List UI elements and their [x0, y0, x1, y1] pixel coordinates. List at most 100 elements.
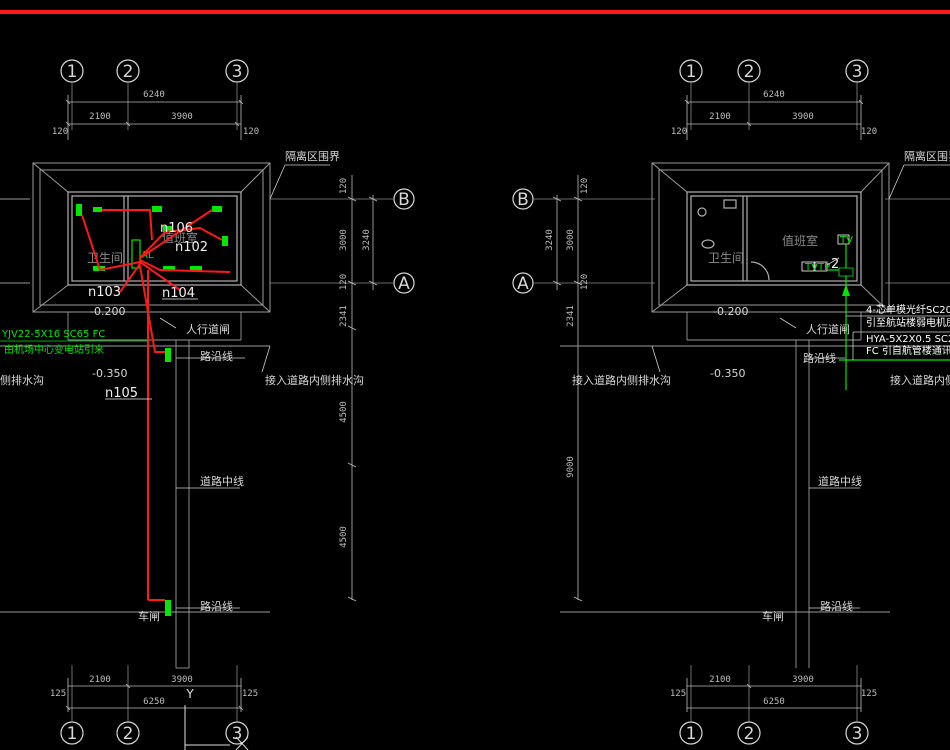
building-walls-r	[686, 191, 862, 286]
svg-text:120: 120	[339, 178, 349, 194]
svg-text:9000: 9000	[566, 456, 576, 478]
grid-bubble-3-bottom-r: 3	[845, 721, 869, 745]
svg-text:TP: TP	[817, 262, 830, 273]
svg-text:路沿线: 路沿线	[200, 349, 233, 363]
svg-text:A: A	[517, 274, 529, 294]
svg-text:-0.200: -0.200	[713, 305, 748, 318]
svg-text:120: 120	[671, 127, 687, 137]
svg-text:3900: 3900	[792, 675, 814, 685]
svg-text:Y: Y	[185, 687, 194, 701]
grid-bubble-2-bottom-r: 2	[737, 721, 761, 745]
isolation-fence	[32, 162, 271, 313]
svg-text:2341: 2341	[339, 305, 349, 327]
light-1	[152, 206, 162, 212]
svg-text:2100: 2100	[89, 112, 111, 122]
isolation-fence-r	[651, 162, 890, 313]
svg-text:n103: n103	[88, 285, 121, 300]
svg-text:3900: 3900	[792, 112, 814, 122]
grid-lines	[71, 82, 394, 722]
svg-text:车闸: 车闸	[762, 609, 784, 623]
grid-bubble-3-top: 3	[225, 59, 249, 83]
light-5	[163, 226, 173, 232]
svg-text:侧排水沟: 侧排水沟	[0, 373, 44, 387]
svg-text:卫生间: 卫生间	[708, 251, 744, 265]
svg-text:6250: 6250	[143, 697, 165, 707]
power-wiring	[81, 209, 231, 601]
svg-text:值班室: 值班室	[162, 230, 198, 245]
svg-text:2100: 2100	[89, 675, 111, 685]
svg-text:人行道闸: 人行道闸	[186, 322, 230, 336]
svg-text:n102: n102	[175, 240, 208, 255]
svg-text:120: 120	[580, 178, 590, 194]
svg-text:2: 2	[123, 724, 134, 744]
road-lines-r	[560, 312, 950, 668]
svg-text:接入道路内侧排水沟: 接入道路内侧排水沟	[265, 373, 364, 387]
left-dimensions-r	[552, 175, 583, 602]
svg-text:n106: n106	[160, 221, 193, 236]
grid-bubble-A-r: A	[512, 272, 534, 294]
svg-text:接入道路内侧排水沟: 接入道路内侧排水沟	[890, 373, 950, 387]
grid-bubble-2-top: 2	[116, 59, 140, 83]
socket-2	[165, 600, 171, 616]
grid-bubble-2-top-r: 2	[737, 59, 761, 83]
svg-text:125: 125	[861, 689, 877, 699]
svg-text:路沿线: 路沿线	[803, 351, 836, 365]
svg-text:HYA-5X2X0.5 SC20: HYA-5X2X0.5 SC20	[866, 334, 950, 345]
svg-text:道路中线: 道路中线	[200, 474, 244, 488]
svg-text:TV: TV	[804, 262, 818, 273]
svg-text:120: 120	[861, 127, 877, 137]
bottom-dimensions	[65, 678, 244, 712]
svg-text:1: 1	[67, 62, 78, 82]
grid-bubble-1-top: 1	[60, 59, 84, 83]
svg-text:120: 120	[339, 274, 349, 290]
top-dimensions-r	[684, 95, 864, 140]
svg-text:YJV22-5X16 SC65 FC: YJV22-5X16 SC65 FC	[1, 329, 105, 340]
svg-text:-0.350: -0.350	[710, 367, 745, 380]
svg-text:125: 125	[242, 689, 258, 699]
grid-bubble-2-bottom: 2	[116, 721, 140, 745]
svg-text:2100: 2100	[709, 675, 731, 685]
svg-text:6240: 6240	[763, 90, 785, 100]
svg-text:道路中线: 道路中线	[818, 474, 862, 488]
grid-lines-r	[533, 82, 950, 722]
svg-text:2: 2	[744, 62, 755, 82]
socket-1	[165, 348, 171, 362]
light-8	[190, 266, 202, 271]
switch-1	[76, 204, 82, 216]
svg-text:隔离区围界: 隔离区围界	[904, 149, 950, 163]
svg-text:隔离区围界: 隔离区围界	[285, 149, 340, 163]
svg-text:4500: 4500	[339, 401, 349, 423]
grid-bubble-1-bottom-r: 1	[679, 721, 703, 745]
svg-text:车闸: 车闸	[138, 609, 160, 623]
svg-text:120: 120	[243, 127, 259, 137]
svg-text:n105: n105	[105, 386, 138, 401]
svg-text:TV: TV	[839, 235, 853, 246]
svg-text:4500: 4500	[339, 526, 349, 548]
svg-text:3240: 3240	[545, 229, 555, 251]
weak-leader	[826, 257, 950, 360]
svg-text:2100: 2100	[709, 112, 731, 122]
svg-text:A: A	[398, 274, 410, 294]
svg-text:B: B	[517, 190, 529, 210]
svg-text:2: 2	[744, 724, 755, 744]
svg-text:3900: 3900	[171, 112, 193, 122]
grid-bubble-3-top-r: 3	[845, 59, 869, 83]
light-3	[93, 207, 102, 212]
bottom-dimensions-r	[686, 678, 862, 712]
svg-text:卫生间: 卫生间	[87, 251, 123, 265]
svg-text:n104: n104	[162, 286, 195, 301]
ucs-icon	[184, 705, 249, 750]
svg-text:-0.350: -0.350	[92, 367, 127, 380]
grid-bubble-1-bottom: 1	[60, 721, 84, 745]
top-dimensions	[65, 95, 244, 140]
svg-text:-0.200: -0.200	[90, 305, 125, 318]
svg-text:1: 1	[686, 62, 697, 82]
svg-text:125: 125	[50, 689, 66, 699]
grid-bubble-1-top-r: 1	[679, 59, 703, 83]
svg-text:人行道闸: 人行道闸	[806, 322, 850, 336]
svg-text:值班室: 值班室	[782, 233, 818, 248]
svg-text:B: B	[398, 190, 410, 210]
svg-text:6240: 6240	[143, 90, 165, 100]
svg-text:4-芯单模光纤SC20 FC: 4-芯单模光纤SC20 FC	[866, 303, 950, 316]
svg-text:3240: 3240	[362, 229, 372, 251]
